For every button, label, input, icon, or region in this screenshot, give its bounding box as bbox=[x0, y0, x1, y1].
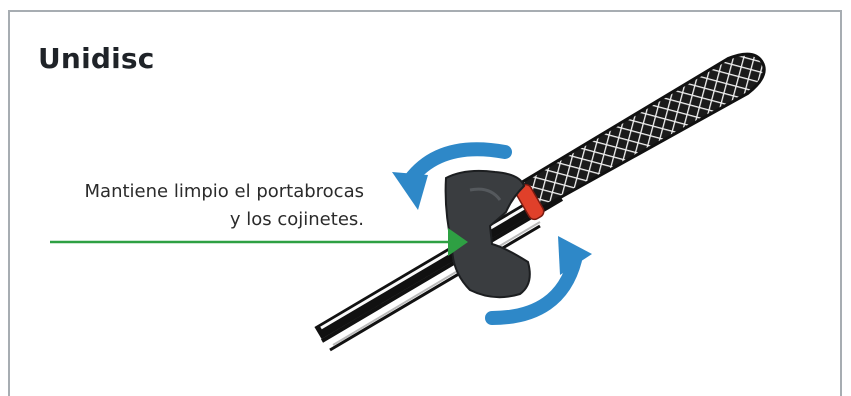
caption-line-1: Mantiene limpio el portabrocas bbox=[84, 181, 364, 202]
unidisc-part bbox=[444, 169, 531, 299]
page-title: Unidisc bbox=[38, 42, 155, 75]
rotation-arrow-icon bbox=[485, 236, 592, 325]
pointer-arrow-icon bbox=[50, 228, 468, 256]
caption-line-2: y los cojinetes. bbox=[229, 209, 364, 230]
caption: Mantiene limpio el portabrocas y los coj… bbox=[4, 178, 364, 234]
bur-shank bbox=[314, 183, 564, 352]
bur-cutting-head bbox=[519, 52, 766, 212]
rotation-arrow-icon bbox=[392, 142, 512, 210]
